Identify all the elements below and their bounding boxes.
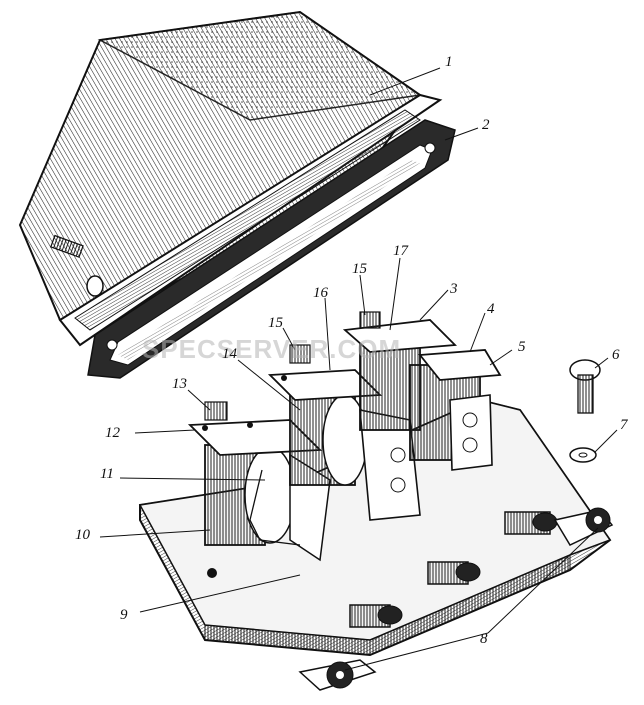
label-part-15-right: 15 <box>352 261 367 277</box>
label-part-10: 10 <box>75 527 90 543</box>
label-part-4: 4 <box>487 301 495 317</box>
watermark: SPECSERVER.COM <box>142 334 402 364</box>
label-part-16: 16 <box>313 285 328 301</box>
label-part-15-left: 15 <box>268 315 283 331</box>
label-part-14: 14 <box>222 346 237 362</box>
leader-lines <box>99 67 618 671</box>
label-part-9: 9 <box>120 607 128 623</box>
relay-right <box>342 311 502 471</box>
label-part-3: 3 <box>450 281 458 297</box>
cover <box>18 10 443 347</box>
label-part-5: 5 <box>518 339 526 355</box>
label-part-12: 12 <box>105 425 120 441</box>
label-part-11: 11 <box>100 466 114 482</box>
label-part-8: 8 <box>480 631 488 647</box>
screw <box>569 359 601 414</box>
label-part-13: 13 <box>172 376 187 392</box>
label-part-6: 6 <box>612 347 620 363</box>
gasket <box>87 119 456 379</box>
label-part-17: 17 <box>393 243 408 259</box>
label-part-7: 7 <box>620 417 628 433</box>
label-part-2: 2 <box>482 117 490 133</box>
cover-screw <box>50 234 104 297</box>
washer <box>569 447 597 463</box>
label-part-1: 1 <box>445 54 453 70</box>
